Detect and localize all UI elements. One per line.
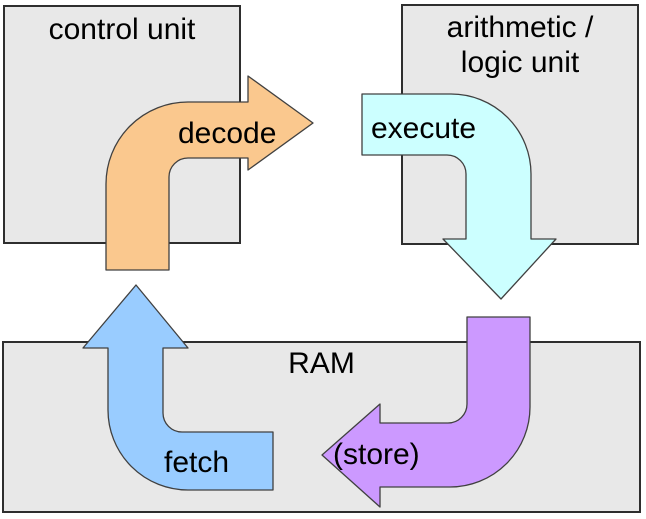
ram-label: RAM bbox=[288, 347, 355, 380]
execute-arrow-label: execute bbox=[371, 112, 477, 145]
fetch-arrow-label: fetch bbox=[164, 446, 230, 479]
store-arrow-icon bbox=[321, 316, 531, 508]
alu-label-line1: arithmetic / bbox=[446, 11, 594, 44]
store-arrow-label: (store) bbox=[333, 438, 420, 471]
control-unit-label: control unit bbox=[48, 13, 196, 46]
fetch-arrow-icon bbox=[82, 284, 274, 491]
decode-arrow-label: decode bbox=[178, 117, 277, 150]
decode-arrow-icon bbox=[105, 75, 314, 271]
alu-label: arithmetic / logic unit bbox=[401, 11, 639, 80]
alu-label-line2: logic unit bbox=[460, 45, 580, 79]
execute-arrow-icon bbox=[361, 93, 557, 300]
